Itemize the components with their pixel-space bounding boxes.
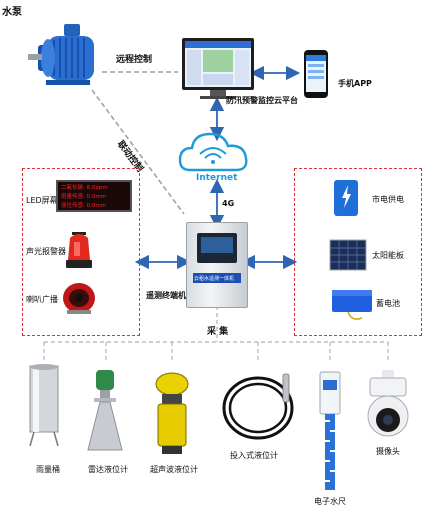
monitor-stand: [210, 90, 226, 96]
rtu-terminal-label: 遥测终端机: [146, 291, 186, 300]
battery-label: 蓄电池: [376, 299, 400, 308]
linkage-control-link: [91, 89, 185, 215]
power-supply-box: [294, 168, 422, 336]
alarm-devices-box: [22, 168, 140, 336]
sound-light-alarm-label: 声光报警器: [26, 247, 66, 256]
collect-label: 采 集: [207, 327, 229, 337]
pump-label: 水泵: [2, 7, 22, 18]
led-screen-label: LED屏幕: [26, 196, 58, 205]
led-line-3: 液位传感: 0.0mm: [61, 203, 107, 209]
camera-label: 摄像头: [376, 447, 400, 456]
mains-power-label: 市电供电: [372, 195, 404, 204]
led-line-1: 二氧化碳: 6.0ppm: [61, 185, 108, 191]
link-4g-label: 4G: [222, 199, 235, 208]
rain-gauge-label: 雨量桶: [36, 465, 60, 474]
electronic-ruler-label: 电子水尺: [314, 497, 346, 506]
radar-level-label: 雷达液位计: [88, 465, 128, 474]
rtu-panel-title: 云租水遥测一体机: [194, 276, 235, 282]
platform-label: 防汛预警监控云平台: [226, 96, 298, 105]
ultrasonic-level-label: 超声波液位计: [150, 465, 198, 474]
led-screen-icon: 二氧化碳: 6.0ppm 雨量传感: 0.0mm 液位传感: 0.0mm: [56, 180, 132, 212]
mains-power-icon: [334, 180, 358, 216]
remote-control-label: 远程控制: [116, 55, 153, 65]
monitor-base: [200, 96, 236, 99]
platform-monitor-icon: [182, 38, 254, 90]
solar-panel-label: 太阳能板: [372, 251, 404, 260]
phone-icon: [304, 50, 328, 98]
submersible-level-label: 投入式液位计: [230, 451, 278, 460]
horn-broadcast-label: 喇叭广播: [26, 295, 58, 304]
internet-label: Internet: [196, 173, 238, 183]
led-line-2: 雨量传感: 0.0mm: [61, 194, 107, 200]
mobile-app-label: 手机APP: [338, 79, 372, 88]
rtu-terminal-icon: 云租水遥测一体机: [186, 222, 248, 308]
